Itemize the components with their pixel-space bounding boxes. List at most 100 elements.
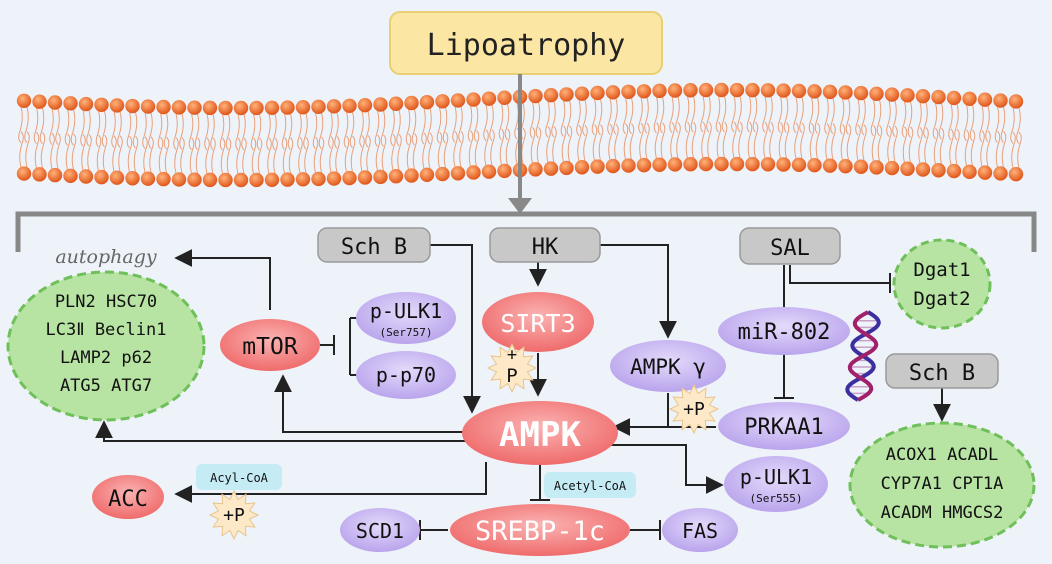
lipid-head	[357, 170, 373, 185]
lipid-tail	[235, 113, 240, 151]
autophagy-genes-cluster	[6, 270, 206, 422]
ampk-gamma-label: AMPK γ	[630, 355, 706, 379]
lipid-head	[884, 160, 900, 176]
schb-right-label: Sch B	[909, 361, 975, 386]
lipid-head	[900, 88, 915, 103]
lipid-tail	[25, 131, 30, 168]
pulk1-ser757-node	[356, 292, 456, 344]
lipid-tail	[504, 103, 510, 141]
lipid-tail	[210, 113, 215, 151]
lipid-tail	[923, 102, 928, 139]
lipid-tail	[901, 101, 907, 138]
lipid-tail	[969, 104, 975, 142]
lipid-head	[946, 90, 962, 106]
lipid-head	[900, 161, 915, 176]
lipid-head	[481, 164, 497, 179]
lipid-tail	[40, 132, 46, 169]
lipid-tail	[831, 123, 836, 160]
lipid-head	[388, 96, 404, 111]
lipid-tail	[608, 123, 613, 161]
lipid-tail	[862, 124, 867, 161]
lipid-tail	[236, 137, 241, 175]
lipid-tail	[303, 113, 308, 150]
lipid-tail	[474, 130, 480, 167]
lipid-head	[559, 160, 574, 176]
lipid-head	[543, 161, 559, 176]
lipid-tail	[24, 106, 29, 144]
mtor-label: mTOR	[242, 334, 298, 360]
lipid-tail	[411, 108, 417, 146]
lipid-head	[140, 99, 156, 114]
lipid-tail	[830, 97, 835, 135]
schb-to-ampk	[430, 244, 481, 414]
lipid-tail	[328, 112, 333, 149]
lipid-tail	[189, 137, 195, 174]
lipid-tail	[473, 105, 479, 142]
schb-top-label: Sch B	[341, 235, 407, 260]
lipid-tail	[784, 122, 790, 159]
lipid-tail	[623, 123, 629, 160]
lipid-tail	[629, 123, 635, 160]
lipid-tail	[195, 137, 201, 174]
lipid-tail	[917, 102, 922, 139]
lipid-tail	[577, 124, 582, 162]
lipid-head	[667, 157, 683, 172]
lipid-tail	[964, 129, 970, 166]
lipid-tail	[127, 135, 133, 173]
lipid-tail	[676, 122, 681, 159]
lipid-tail	[297, 113, 302, 150]
autophagy-gene-line: ATG5 ATG7	[60, 376, 152, 396]
lipid-tail	[715, 95, 721, 133]
lipid-tail	[769, 121, 774, 159]
lipid-head	[156, 99, 171, 115]
lipid-tail	[815, 122, 821, 160]
lipid-tail	[282, 137, 288, 174]
lipid-head	[869, 86, 884, 101]
lipid-tail	[582, 99, 587, 137]
sal-box	[739, 227, 841, 265]
lipid-tail	[422, 132, 427, 169]
lipid-tail	[164, 136, 170, 174]
lipid-tail	[81, 134, 86, 171]
lipid-tail	[762, 96, 767, 133]
lipid-tail	[126, 111, 132, 149]
lipid-tail	[825, 123, 830, 160]
lipid-tail	[660, 122, 666, 159]
lipid-tail	[907, 101, 913, 138]
lipid-tail	[669, 96, 674, 133]
lipid-tail	[366, 135, 371, 172]
lipid-head	[962, 164, 977, 180]
lipid-head	[450, 166, 466, 181]
lipid-tail	[39, 107, 45, 145]
lipid-tail	[117, 111, 122, 148]
lipid-head	[559, 87, 574, 102]
lipid-tail	[560, 100, 566, 137]
ampk-gamma-node	[610, 340, 726, 392]
lipid-tail	[535, 101, 541, 139]
ampk-to-autophagy-genes	[95, 420, 470, 442]
lipid-head	[946, 163, 962, 179]
lipid-tail	[71, 133, 77, 170]
lipid-tail	[428, 132, 433, 169]
title-arrowhead	[508, 198, 532, 214]
lipid-tail	[986, 130, 991, 167]
lipid-tail	[242, 137, 247, 175]
lipid-tail	[499, 128, 505, 166]
lipid-head	[16, 166, 32, 181]
lipid-head	[78, 169, 94, 184]
lipid-tail	[948, 103, 953, 141]
srebp1c-node	[450, 504, 630, 556]
lipid-tail	[949, 128, 954, 166]
lipid-head	[838, 158, 853, 174]
lipid-head	[342, 98, 357, 113]
prkaa1-node	[718, 402, 850, 450]
lipid-head	[497, 163, 512, 179]
lipid-head	[233, 100, 249, 116]
lipid-tail	[267, 137, 272, 174]
lipid-head	[528, 162, 543, 177]
lipid-genes-cluster	[848, 421, 1036, 549]
lipid-head	[94, 169, 109, 185]
pulk1-ser555-label: p-ULK1	[740, 465, 812, 489]
lipid-tail	[963, 104, 969, 142]
lipid-tail	[980, 130, 985, 167]
